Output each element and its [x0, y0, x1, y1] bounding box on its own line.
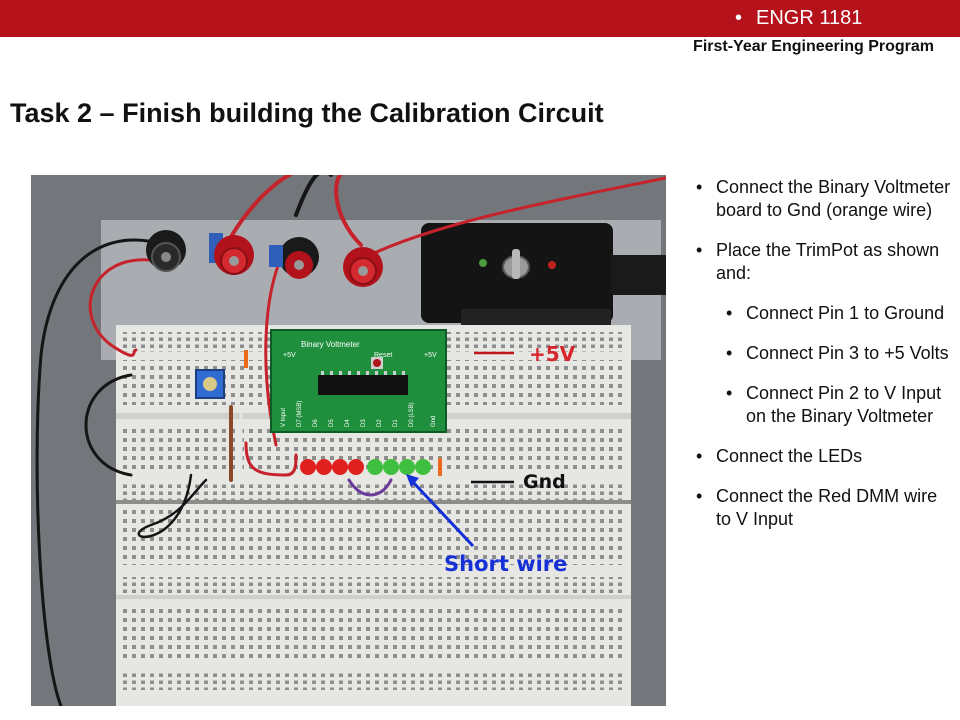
pin-label: D6 — [313, 419, 319, 427]
binary-voltmeter-board: Binary Voltmeter Reset +5V +5V V Input D… — [270, 329, 447, 433]
pin-label: Gnd — [431, 416, 437, 427]
label-short-wire: Short wire — [444, 552, 567, 576]
bullet-item: Connect the LEDs — [694, 445, 954, 468]
board-5v-right: +5V — [424, 352, 437, 359]
red-wire-left — [88, 258, 153, 357]
bullet-item: Connect the Red DMM wire to V Input — [694, 485, 954, 531]
pin-label: D3 — [361, 419, 367, 427]
course-label: • ENGR 1181 — [735, 7, 862, 30]
program-name: First-Year Engineering Program — [693, 38, 934, 55]
led-row — [300, 459, 431, 475]
black-wire-left — [35, 238, 168, 706]
pin-label: D1 — [393, 419, 399, 427]
slide-title: Task 2 – Finish building the Calibration… — [10, 98, 604, 128]
pin-label: D2 — [377, 419, 383, 427]
board-5v-left: +5V — [283, 352, 296, 359]
bullet-dot: • — [735, 7, 743, 29]
course-code: ENGR 1181 — [756, 7, 863, 29]
orange-gnd-wire — [244, 350, 248, 368]
pin-label: D7 (MSB) — [297, 401, 303, 427]
header-bar: • ENGR 1181 — [0, 0, 960, 37]
label-5v: +5V — [529, 342, 576, 366]
breadboard-photo: Binary Voltmeter Reset +5V +5V V Input D… — [31, 175, 666, 706]
pin-label: D4 — [345, 419, 351, 427]
short-wire — [347, 478, 393, 497]
pin-label: V Input — [281, 408, 287, 427]
pin-label: D0 (LSB) — [409, 402, 415, 427]
pin-label: D5 — [329, 419, 335, 427]
board-reset-label: Reset — [374, 352, 392, 359]
sub-bullet-item: Connect Pin 3 to +5 Volts — [694, 342, 954, 365]
binding-posts — [146, 230, 383, 287]
board-title: Binary Voltmeter — [301, 340, 360, 349]
sub-bullet-item: Connect Pin 1 to Ground — [694, 302, 954, 325]
label-gnd: Gnd — [523, 471, 566, 493]
bullet-list: Connect the Binary Voltmeter board to Gn… — [694, 176, 954, 548]
bullet-item: Place the TrimPot as shown and: — [694, 239, 954, 285]
bullet-item: Connect the Binary Voltmeter board to Gn… — [694, 176, 954, 222]
sub-bullet-item: Connect Pin 2 to V Input on the Binary V… — [694, 382, 954, 428]
